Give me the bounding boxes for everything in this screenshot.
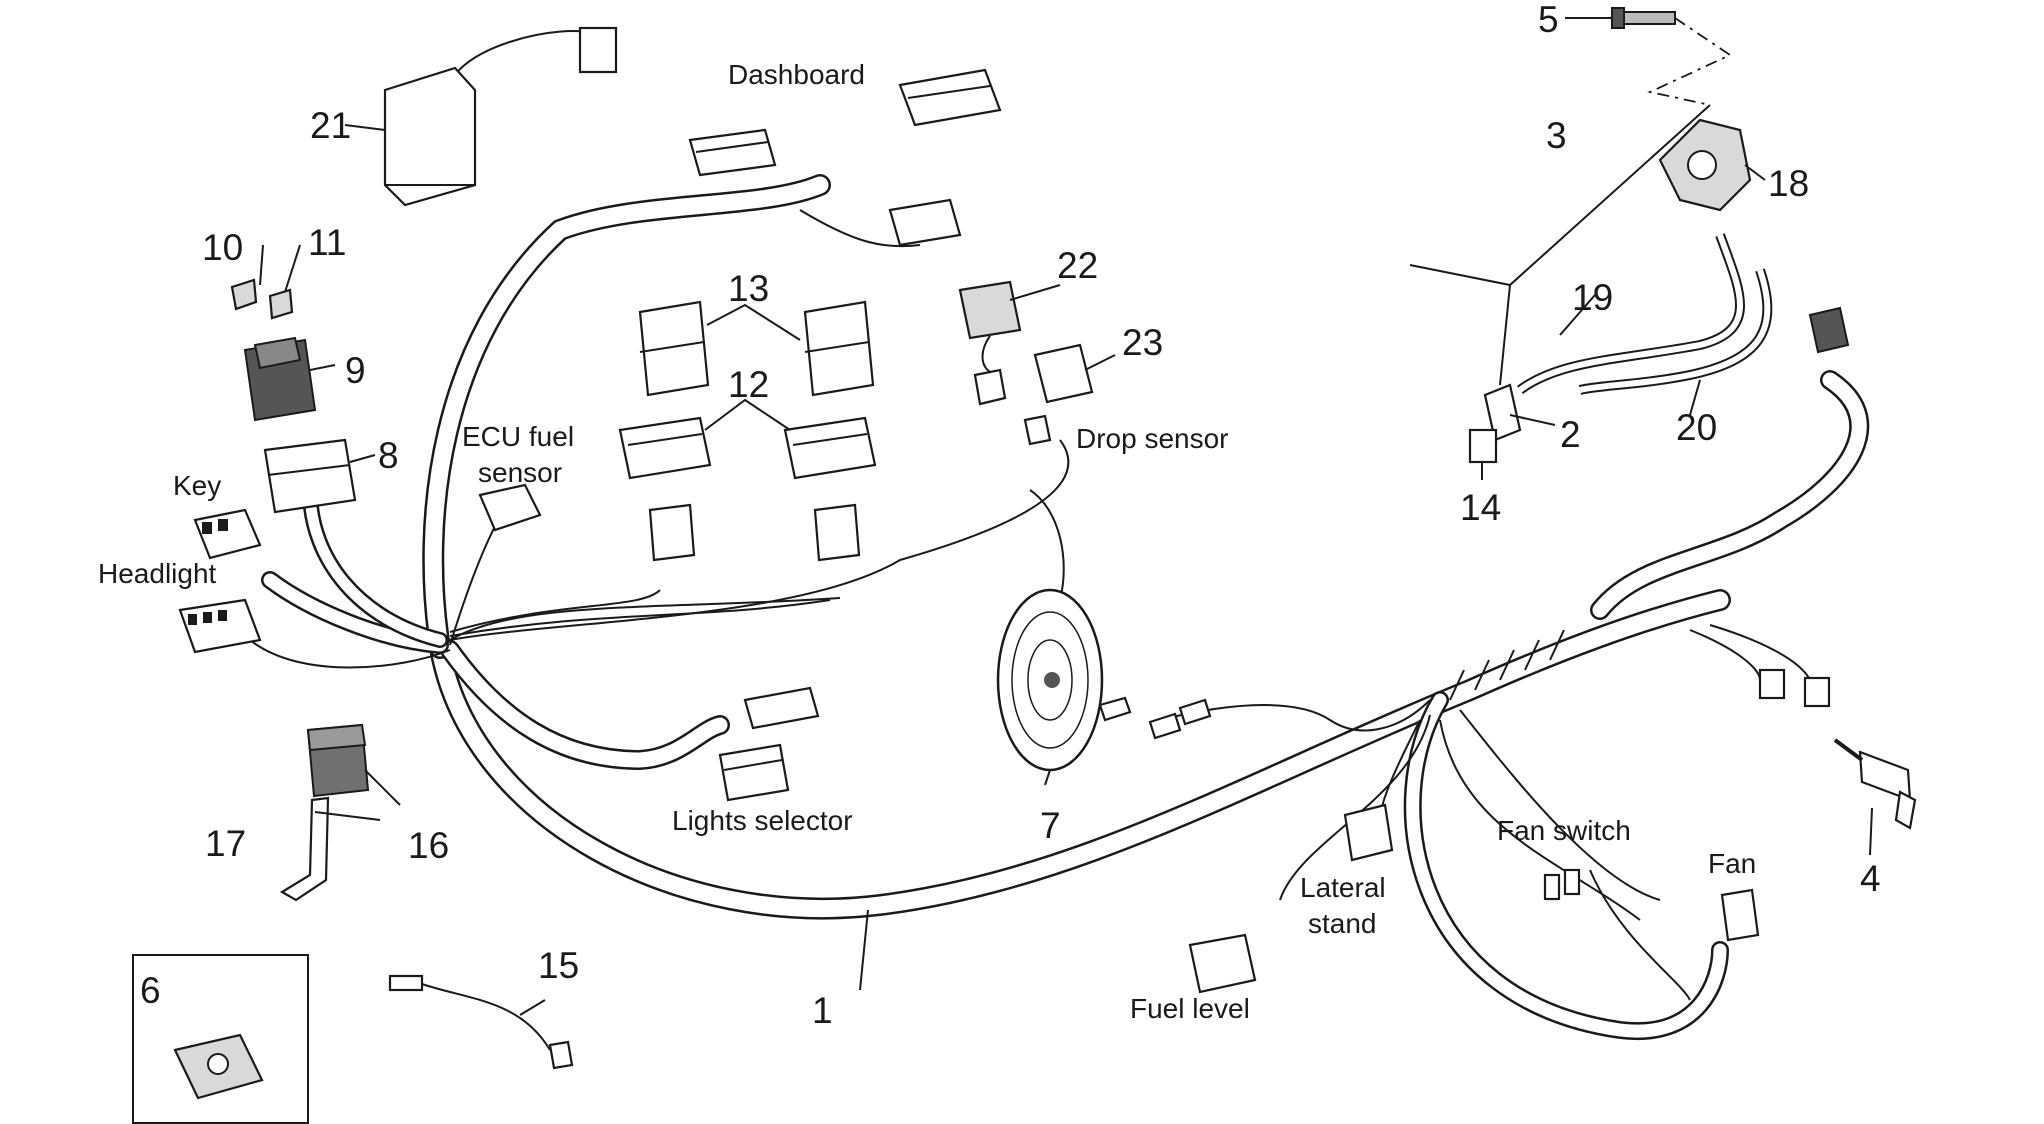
part-number-18: 18 (1768, 163, 1809, 204)
jumper-cable-15 (388, 974, 574, 1070)
block-23 (1033, 343, 1094, 404)
sensor-18 (1658, 118, 1752, 212)
hose-20 (1578, 268, 1773, 395)
part-number-11: 11 (308, 222, 346, 263)
lights-selector-connectors (718, 686, 820, 802)
part-number-23: 23 (1122, 322, 1163, 363)
part-number-21: 21 (310, 105, 351, 146)
fuses-10-11 (230, 278, 294, 320)
part-number-22: 22 (1057, 245, 1098, 286)
part-number-12: 12 (728, 364, 769, 405)
part-number-4: 4 (1860, 858, 1881, 899)
part-number-2: 2 (1560, 414, 1581, 455)
relay-holder-9 (243, 336, 317, 422)
leader-3 (1409, 104, 1711, 386)
part-number-6: 6 (140, 970, 161, 1011)
clip-box-6 (132, 954, 309, 1124)
part-number-13: 13 (728, 268, 769, 309)
fan-switch-connector (1543, 868, 1581, 901)
switch-4 (1833, 738, 1917, 830)
part-number-9: 9 (345, 350, 366, 391)
part-number-17: 17 (205, 823, 246, 864)
part-number-5: 5 (1538, 0, 1559, 40)
label-lights-selector: Lights selector (672, 805, 853, 836)
part-number-15: 15 (538, 945, 579, 986)
part-number-16: 16 (408, 825, 449, 866)
fitting-2-14 (1468, 383, 1522, 464)
hose-19 (1517, 233, 1745, 395)
label-fan: Fan (1708, 848, 1756, 879)
dashboard-connectors (688, 68, 1002, 247)
ecu-module-21 (383, 26, 618, 207)
part-numbers: 1 2 3 4 5 6 7 8 9 10 11 12 13 14 15 16 1… (140, 0, 1881, 1031)
part-number-20: 20 (1676, 407, 1717, 448)
dash-leader-5 (1647, 17, 1732, 106)
leader-lines (259, 17, 1873, 1016)
fan-connector (1720, 888, 1760, 942)
label-headlight: Headlight (98, 558, 217, 589)
part-number-7: 7 (1040, 805, 1061, 846)
horn-7 (996, 588, 1212, 772)
label-stand: stand (1308, 908, 1377, 939)
thin-wires (249, 30, 1811, 1001)
connectors-near-4 (1758, 668, 1831, 708)
part-number-8: 8 (378, 435, 399, 476)
drop-sensor-22 (958, 280, 1052, 446)
ecu-fuel-sensor-connector (478, 483, 542, 532)
relay-sockets-12 (618, 416, 877, 562)
block-16 (306, 723, 370, 798)
bracket-17 (279, 796, 330, 902)
part-number-14: 14 (1460, 487, 1501, 528)
right-top-connector (1808, 306, 1850, 354)
part-labels: Dashboard ECU fuel sensor Drop sensor Ke… (98, 59, 1756, 1024)
label-ecu-fuel: ECU fuel (462, 421, 574, 452)
label-key: Key (173, 470, 221, 501)
label-fan-switch: Fan switch (1497, 815, 1631, 846)
main-harness-1 (261, 174, 1870, 1041)
part-number-19: 19 (1572, 277, 1613, 318)
key-connector (193, 508, 262, 560)
headlight-connector (178, 598, 262, 654)
label-ecu-sensor: sensor (478, 457, 562, 488)
part-number-3: 3 (1546, 115, 1567, 156)
label-lateral: Lateral (1300, 872, 1386, 903)
lateral-stand-connector (1343, 803, 1394, 862)
part-number-10: 10 (202, 227, 243, 268)
part-number-1: 1 (812, 990, 833, 1031)
label-fuel-level: Fuel level (1130, 993, 1250, 1024)
relays-13 (638, 300, 875, 397)
label-dashboard: Dashboard (728, 59, 865, 90)
label-drop-sensor: Drop sensor (1076, 423, 1229, 454)
screw-5 (1611, 7, 1676, 29)
fuse-box-8 (263, 438, 357, 514)
fuel-level-connector (1188, 933, 1257, 994)
